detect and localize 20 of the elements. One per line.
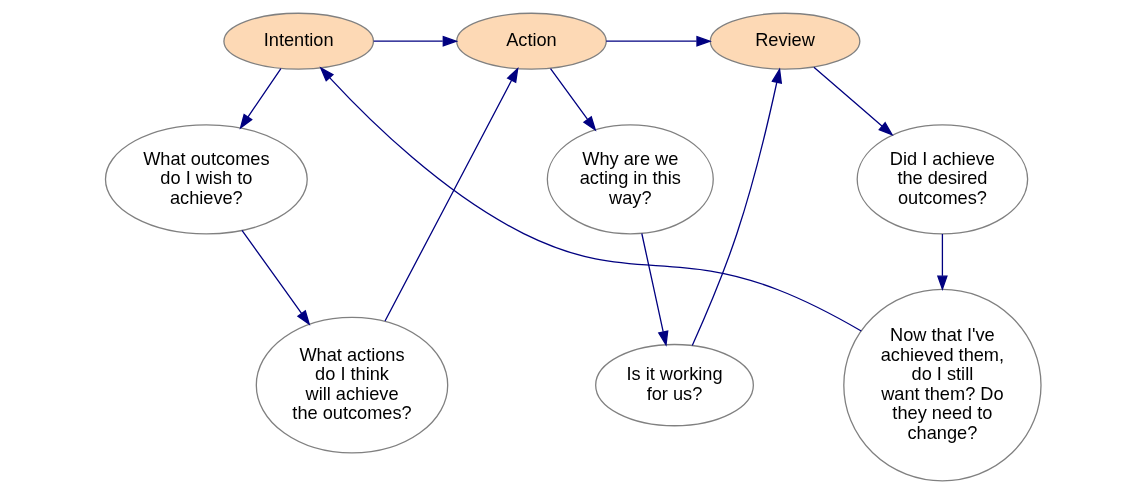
arrow xyxy=(318,66,862,332)
node-ellipse: Did I achieve the desired outcomes? xyxy=(856,124,1028,235)
node-ellipse: Is it working for us? xyxy=(594,343,754,427)
arrow xyxy=(383,66,519,322)
node-ellipse: What actions do I think will achieve the outcomes? xyxy=(255,316,448,454)
node-ellipse: Review xyxy=(709,12,860,70)
node-ellipse: Why are we acting in this way? xyxy=(546,124,714,235)
arrow xyxy=(812,66,894,136)
arrow xyxy=(238,67,282,130)
arrow xyxy=(691,67,782,347)
node-ellipse: Action xyxy=(455,12,607,70)
arrow xyxy=(549,67,596,132)
node-ellipse: What outcomes do I wish to achieve? xyxy=(104,124,308,235)
arrow xyxy=(240,229,310,326)
arrow xyxy=(640,232,668,347)
arrow xyxy=(936,233,948,292)
node-circle: Now that I've achieved them, do I still want them? Do they need to change? xyxy=(842,288,1042,482)
arrow xyxy=(605,35,712,47)
node-ellipse: Intention xyxy=(222,12,374,70)
arrow xyxy=(372,35,458,47)
